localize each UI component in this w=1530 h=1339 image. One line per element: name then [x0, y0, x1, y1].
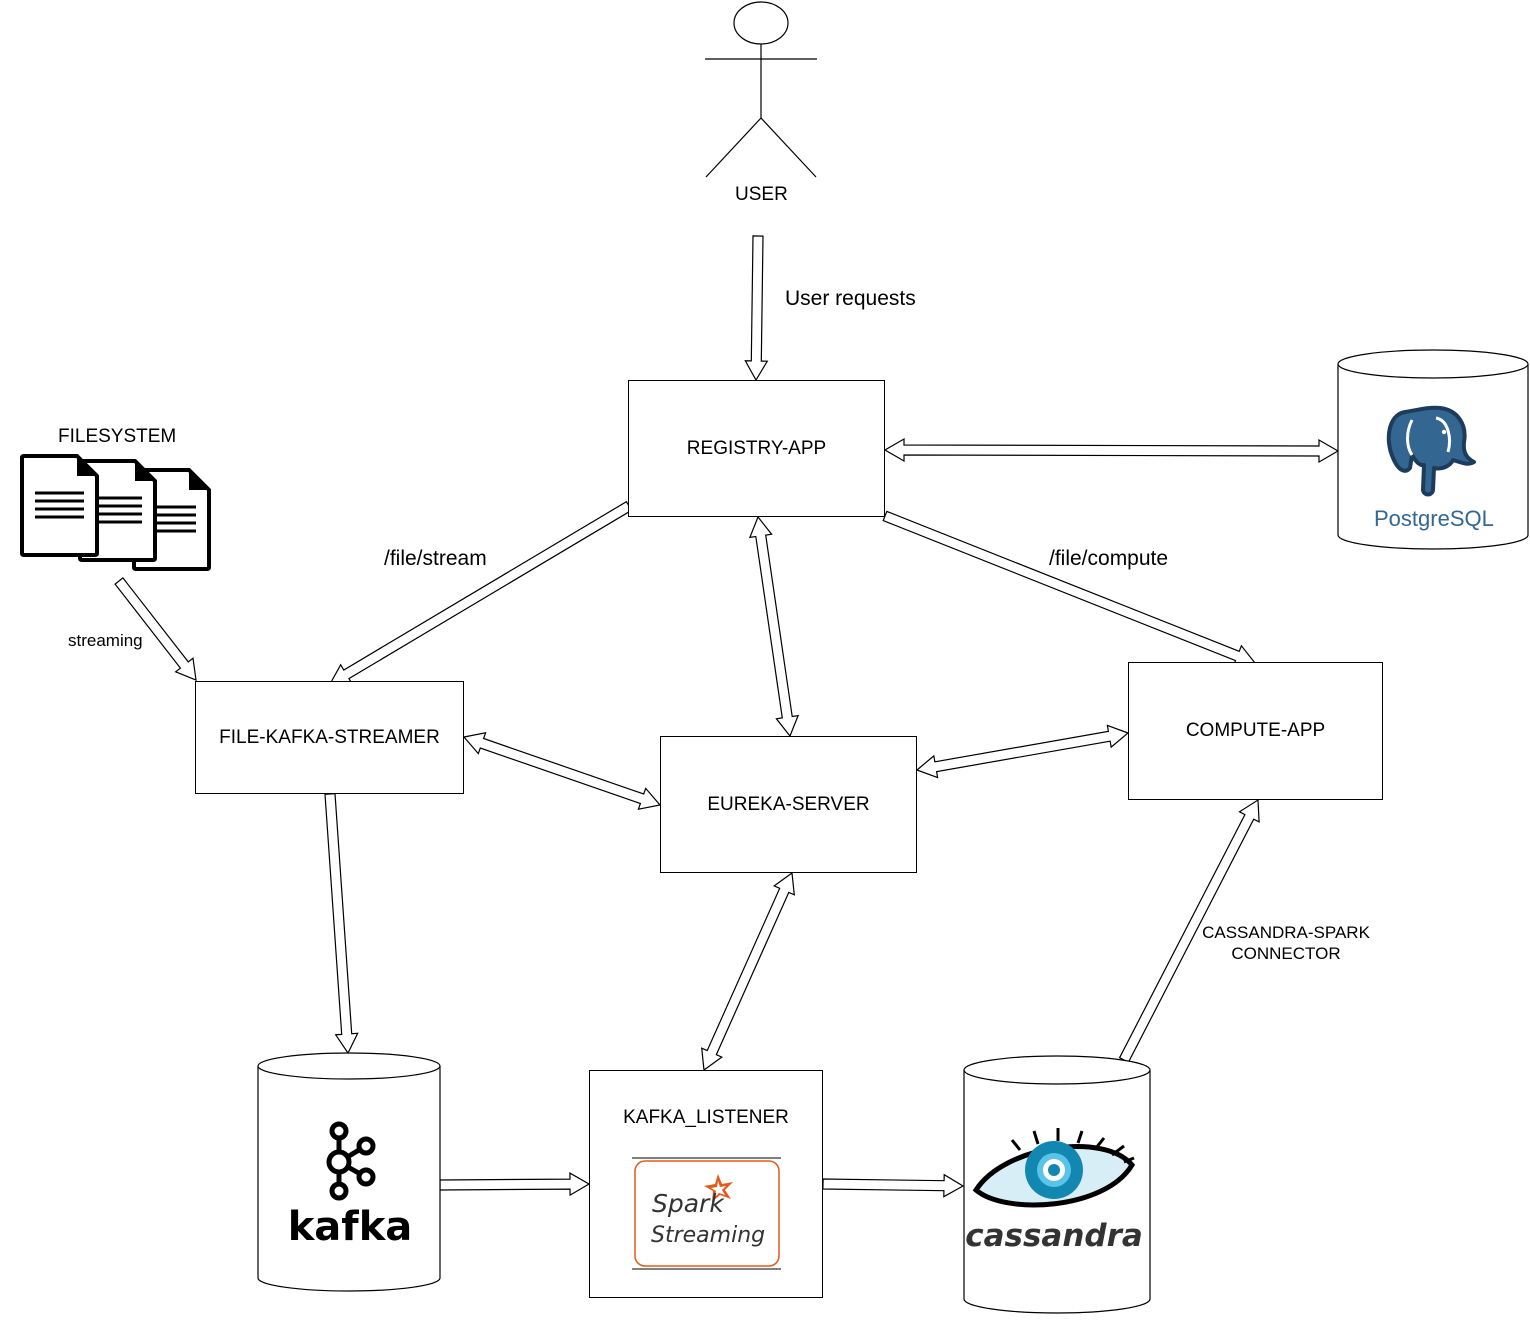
arrow-registry-postgres: [883, 437, 1340, 464]
streaming-wordmark: Streaming: [651, 1223, 765, 1248]
eureka-server-node: EUREKA-SERVER: [660, 736, 917, 873]
registry-app-node: REGISTRY-APP: [628, 380, 885, 517]
kafka-listener-label: KAFKA_LISTENER: [623, 1107, 789, 1128]
compute-app-label: COMPUTE-APP: [1185, 720, 1326, 741]
arrow-listener-to-cassandra: [822, 1173, 965, 1198]
arrow-kafka-to-listener: [439, 1172, 591, 1197]
cassandra-eye-icon: [972, 1128, 1136, 1208]
streaming-label: streaming: [68, 631, 143, 650]
user-label: USER: [735, 184, 788, 205]
cassandra-spark-label-line2: CONNECTOR: [1231, 944, 1341, 963]
arrow-streamer-eureka: [462, 732, 662, 810]
cassandra-database: cassandra: [963, 1055, 1151, 1314]
user-actor-icon: [705, 1, 817, 178]
filesystem-label: FILESYSTEM: [58, 426, 177, 447]
arrow-eureka-compute: [915, 724, 1130, 779]
registry-app-label: REGISTRY-APP: [686, 437, 827, 459]
arrow-registry-eureka: [748, 515, 800, 738]
arrow-registry-to-compute: [882, 510, 1257, 667]
kafka-database: kafka: [257, 1052, 441, 1292]
arrow-user-to-registry: [744, 235, 769, 382]
arrow-streamer-to-kafka: [324, 793, 359, 1055]
spark-streaming-logo: Spark Streaming: [632, 1157, 781, 1270]
arrow-eureka-listener: [700, 871, 796, 1072]
file-compute-label: /file/compute: [1049, 547, 1169, 570]
cassandra-wordmark: cassandra: [965, 1218, 1143, 1254]
arrow-cassandra-to-compute: [1118, 798, 1260, 1064]
arrow-filesystem-to-streamer: [114, 577, 197, 681]
compute-app-node: COMPUTE-APP: [1128, 662, 1383, 800]
user-requests-label: User requests: [785, 287, 916, 310]
spark-wordmark: Spark: [652, 1189, 725, 1218]
postgresql-elephant-icon: [1386, 405, 1476, 497]
cassandra-spark-label-line1: CASSANDRA-SPARK: [1202, 923, 1370, 942]
kafka-wordmark: kafka: [288, 1204, 413, 1250]
eureka-server-label: EUREKA-SERVER: [707, 793, 870, 815]
cassandra-spark-connector-label: CASSANDRA-SPARK CONNECTOR: [1186, 922, 1386, 964]
file-stream-label: /file/stream: [384, 547, 487, 570]
kafka-listener-node: KAFKA_LISTENER: [589, 1070, 823, 1298]
kafka-icon: [326, 1121, 376, 1201]
filesystem-icon: [20, 454, 211, 571]
file-kafka-streamer-node: FILE-KAFKA-STREAMER: [195, 681, 464, 794]
postgresql-database: PostgreSQL: [1337, 349, 1529, 550]
file-kafka-streamer-label: FILE-KAFKA-STREAMER: [219, 726, 440, 748]
arrow-registry-to-streamer: [328, 500, 633, 685]
postgresql-wordmark: PostgreSQL: [1374, 506, 1494, 531]
